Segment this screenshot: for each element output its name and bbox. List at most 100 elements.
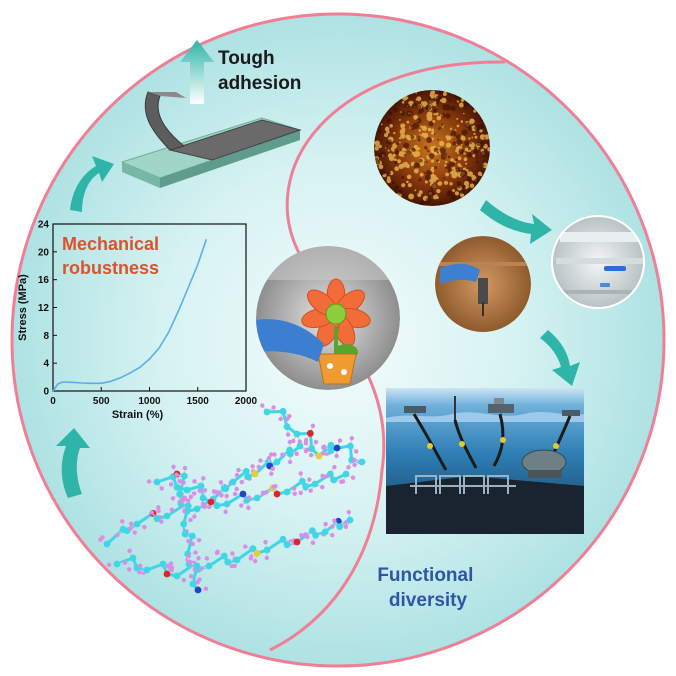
hydrogen-atom	[268, 452, 274, 457]
carbon-atom	[223, 500, 231, 508]
hydrogen-atom	[190, 541, 195, 547]
carbon-atom	[189, 580, 197, 588]
y-tick-label: 24	[38, 220, 50, 231]
hydrogen-atom	[100, 535, 105, 540]
oxygen-atom	[293, 538, 301, 546]
hydrogen-atom	[203, 586, 209, 591]
carbon-atom	[336, 523, 344, 531]
oxygen-atom	[163, 570, 171, 578]
carbon-atom	[224, 558, 232, 566]
carbon-atom	[283, 488, 291, 496]
hydrogen-atom	[354, 449, 359, 454]
hydrogen-atom	[346, 509, 351, 515]
hydrogen-atom	[280, 452, 285, 457]
hydrogen-atom	[181, 480, 186, 485]
hydrogen-atom	[352, 457, 357, 463]
carbon-atom	[342, 470, 350, 478]
carbon-atom	[263, 408, 271, 416]
carbon-atom	[321, 528, 329, 536]
hydrogen-atom	[159, 486, 164, 491]
y-tick-label: 8	[43, 331, 49, 342]
hydrogen-atom	[234, 486, 239, 492]
carbon-atom	[159, 560, 167, 568]
hydrogen-atom	[232, 491, 238, 497]
carbon-atom	[188, 532, 196, 540]
hydrogen-atom	[297, 439, 302, 444]
carbon-atom	[273, 458, 281, 466]
tube-photo	[435, 236, 531, 332]
hydrogen-atom	[179, 499, 184, 504]
hydrogen-atom	[204, 556, 210, 561]
curved-arrow-icon	[480, 200, 552, 244]
hydrogen-atom	[218, 480, 224, 485]
tough-adhesion-label: Tough adhesion	[218, 48, 301, 94]
hydrogen-atom	[234, 472, 240, 478]
hydrogen-atom	[214, 550, 220, 556]
hydrogen-atom	[201, 476, 206, 481]
hydrogen-atom	[346, 465, 351, 470]
carbon-atom	[173, 483, 181, 491]
hydrogen-atom	[137, 569, 142, 575]
carbon-atom	[222, 485, 230, 493]
hydrogen-atom	[298, 490, 303, 496]
hydrogen-atom	[264, 490, 269, 495]
carbon-atom	[279, 535, 287, 543]
hydrogen-atom	[343, 524, 349, 530]
hydrogen-atom	[298, 471, 303, 476]
hydrogen-atom	[239, 479, 245, 485]
sulfur-atom	[253, 549, 261, 557]
carbon-atom	[296, 442, 304, 450]
carbon-atom	[143, 566, 151, 574]
vial-photo-border	[551, 215, 645, 309]
carbon-atom	[181, 530, 189, 538]
carbon-atom	[311, 480, 319, 488]
hydrogen-atom	[273, 483, 278, 489]
hydrogen-atom	[224, 493, 229, 499]
carbon-atom	[242, 467, 250, 475]
sulfur-atom	[251, 470, 259, 478]
hydrogen-atom	[246, 495, 252, 500]
sulfur-atom	[315, 452, 323, 460]
hydrogen-atom	[165, 563, 171, 569]
hydrogen-atom	[192, 514, 197, 519]
hydrogen-atom	[169, 507, 175, 512]
carbon-atom	[180, 472, 188, 480]
y-tick-label: 0	[43, 387, 49, 398]
hydrogen-atom	[305, 534, 310, 540]
carbon-atom	[244, 473, 252, 481]
carbon-atom	[213, 502, 221, 510]
hydrogen-atom	[248, 556, 254, 561]
hydrogen-atom	[182, 508, 187, 514]
carbon-atom	[183, 486, 191, 494]
hydrogen-atom	[308, 452, 314, 458]
hydrogen-atom	[182, 465, 188, 471]
carbon-atom	[233, 556, 241, 564]
hydrogen-atom	[270, 466, 275, 472]
y-tick-label: 4	[43, 359, 49, 370]
hydrogen-atom	[287, 459, 293, 465]
hydrogen-atom	[272, 452, 277, 457]
oxygen-atom	[207, 498, 215, 506]
y-tick-label: 12	[38, 303, 50, 314]
hydrogen-atom	[260, 490, 266, 495]
hydrogen-atom	[332, 518, 337, 523]
hydrogen-atom	[299, 533, 304, 538]
hydrogen-atom	[308, 488, 313, 493]
hydrogen-atom	[187, 560, 192, 565]
carbon-atom	[249, 545, 257, 553]
hydrogen-atom	[271, 405, 276, 410]
hydrogen-atom	[352, 462, 357, 468]
carbon-atom	[197, 482, 205, 490]
carbon-atom	[229, 478, 237, 486]
hydrogen-atom	[239, 503, 244, 508]
hydrogen-atom	[330, 533, 335, 538]
hydrogen-atom	[291, 438, 296, 444]
hydrogen-atom	[188, 517, 193, 523]
hydrogen-atom	[195, 579, 200, 585]
hydrogen-atom	[278, 416, 283, 422]
carbon-atom	[199, 494, 207, 502]
curved-arrow-icon	[540, 330, 580, 386]
carbon-atom	[103, 540, 111, 548]
hydrogen-atom	[197, 488, 202, 493]
hydrogen-atom	[128, 526, 133, 531]
